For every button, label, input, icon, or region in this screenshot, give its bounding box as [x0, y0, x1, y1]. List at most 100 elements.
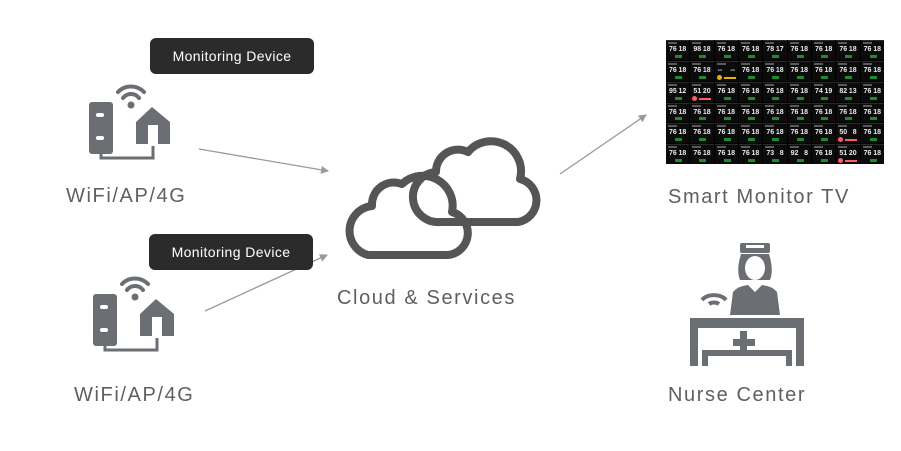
cell-value-secondary: 18: [800, 129, 808, 137]
cell-value-primary: 78: [766, 46, 775, 53]
cell-header: [668, 42, 677, 44]
ok-status-badge: [772, 138, 780, 142]
cell-header: [862, 62, 872, 65]
cell-value-primary: 76: [717, 87, 726, 95]
cell-header: [741, 62, 750, 65]
cell-value-primary: 76: [766, 66, 775, 74]
arrow-device-top-to-cloud: [198, 148, 329, 174]
cell-value-primary: 76: [815, 46, 823, 53]
cell-value-primary: 76: [693, 150, 702, 158]
cell-value-secondary: 18: [727, 108, 735, 116]
cell-value-secondary: 18: [824, 66, 833, 74]
cell-header: [838, 62, 848, 65]
cell-value-secondary: 18: [678, 150, 687, 158]
cell-value-primary: 76: [742, 129, 750, 137]
cell-value-primary: 76: [815, 108, 823, 116]
cell-value-secondary: 18: [800, 46, 808, 53]
cell-value-primary: 76: [815, 150, 823, 158]
ok-status-badge: [748, 96, 755, 100]
cell-header: [716, 125, 726, 128]
cell-value-primary: 76: [669, 150, 677, 158]
monitoring-device-tag-top: Monitoring Device: [150, 38, 314, 74]
cell-value-primary: 76: [693, 129, 702, 137]
cell-value-secondary: 18: [800, 87, 808, 95]
cell-value-primary: 76: [742, 66, 750, 74]
cell-value-primary: 76: [839, 108, 848, 116]
cell-value-primary: 76: [839, 66, 848, 74]
alarm-indicator-icon: [692, 95, 698, 101]
cell-header: [838, 83, 848, 86]
cell-header: [741, 104, 750, 107]
cell-value-secondary: 18: [824, 129, 833, 137]
cell-value-secondary: 18: [678, 108, 687, 116]
cell-header: [716, 146, 726, 149]
cell-value-secondary: 18: [727, 46, 735, 53]
cell-header: [814, 146, 823, 149]
cell-value-secondary: 18: [678, 66, 687, 74]
cell-value-secondary: 18: [678, 46, 687, 53]
alarm-text: [845, 160, 858, 162]
cell-value-primary: 76: [717, 129, 726, 137]
ok-status-badge: [796, 138, 804, 142]
cell-header: [765, 104, 775, 107]
ok-status-badge: [796, 54, 804, 58]
cell-header: [862, 125, 872, 128]
cell-value-secondary: 18: [824, 46, 833, 53]
cell-header: [668, 146, 677, 149]
alarm-indicator-icon: [838, 137, 844, 143]
cell-value-secondary: 18: [873, 46, 881, 53]
cell-header: [789, 104, 799, 107]
tv-label: Smart Monitor TV: [668, 186, 850, 208]
ok-status-badge: [699, 117, 707, 121]
ok-status-badge: [675, 96, 682, 100]
alarm-text: [845, 139, 858, 142]
cell-value-secondary: 19: [824, 87, 833, 95]
ok-status-badge: [821, 138, 828, 142]
cell-header: [692, 42, 702, 44]
nurse-center-label: Nurse Center: [668, 384, 807, 406]
ok-status-badge: [845, 96, 853, 100]
cell-header: [814, 83, 823, 86]
ok-status-badge: [748, 117, 755, 121]
cell-value-secondary: 18: [702, 66, 711, 74]
cell-value-primary: 76: [693, 66, 702, 74]
cell-value-secondary: 18: [873, 66, 881, 74]
cell-value-primary: 76: [790, 87, 799, 95]
ok-status-badge: [821, 159, 828, 162]
cell-value-secondary: 13: [848, 87, 857, 95]
cloud-icon: [345, 137, 541, 259]
cell-value-secondary: 18: [751, 150, 760, 158]
cell-value-primary: --: [717, 66, 723, 74]
cell-header: [862, 104, 872, 107]
ok-status-badge: [699, 138, 707, 142]
cell-value-secondary: 8: [779, 150, 784, 158]
cell-value-primary: 76: [863, 66, 872, 74]
cell-header: [716, 62, 726, 65]
cell-value-secondary: 18: [751, 108, 760, 116]
cell-value-secondary: 18: [702, 46, 711, 53]
cell-value-secondary: 18: [751, 129, 760, 137]
cell-header: [716, 83, 726, 86]
cell-header: [814, 62, 823, 65]
cell-header: [765, 83, 775, 86]
cell-value-primary: 76: [669, 129, 677, 137]
cell-value-primary: 76: [815, 129, 823, 137]
